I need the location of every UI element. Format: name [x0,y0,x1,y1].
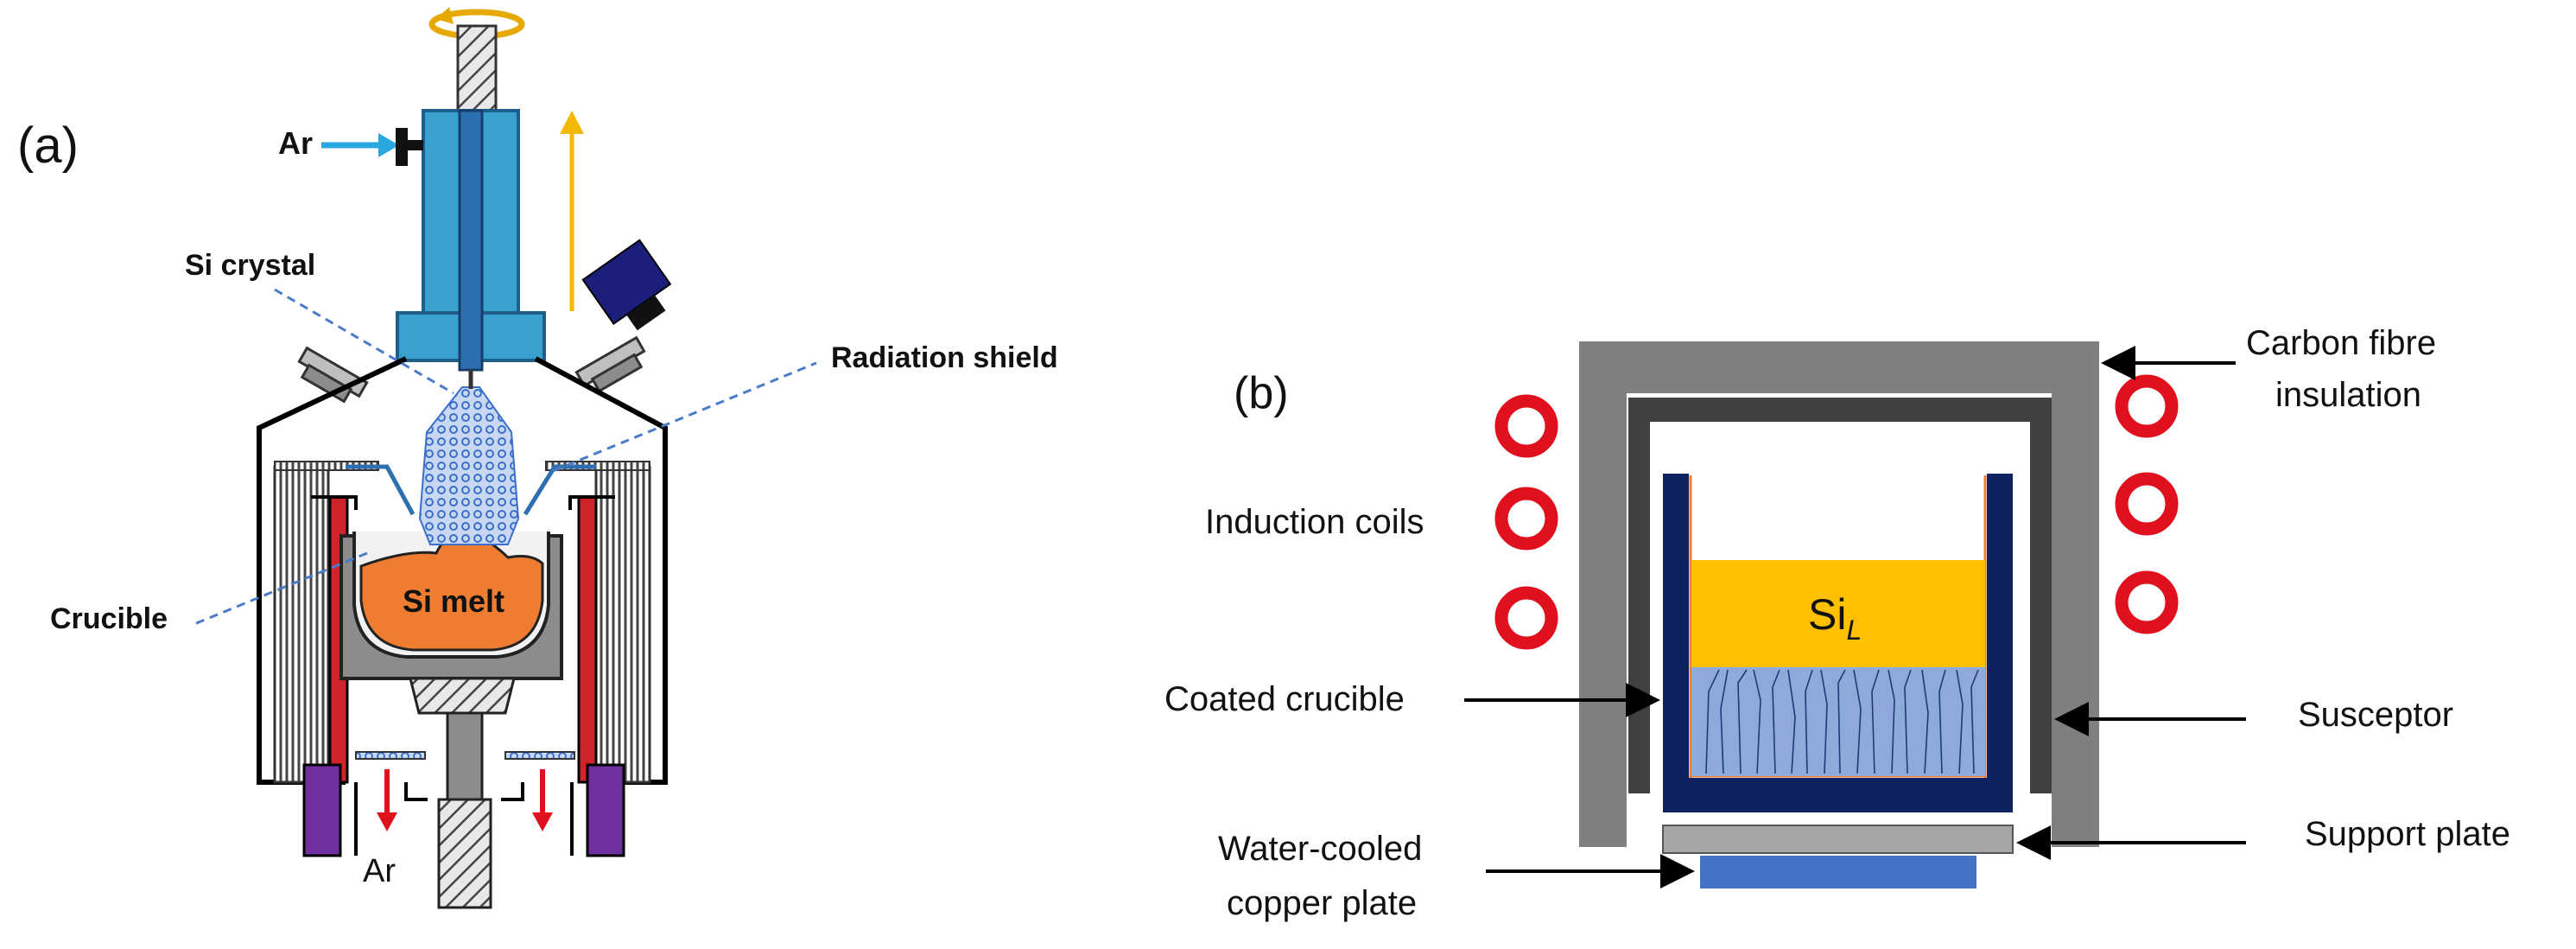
motor-left [302,763,342,857]
crucible-pedestal [409,677,516,715]
induction-coils-left [1494,394,1558,650]
water-cooled-copper-plate [1700,856,1976,888]
si-crystal-label: Si crystal [185,249,315,282]
radiation-shield-left [346,464,416,516]
si-liquid-label: SiL [1808,590,1862,646]
coil-icon [2115,570,2179,634]
coil-icon [1494,487,1558,551]
exhaust-duct-right [501,782,574,856]
heater-right [577,495,598,784]
panel-b-label: (b) [1234,368,1289,418]
motor-right [586,763,625,857]
crucible-label: Crucible [50,602,168,635]
insulation-top-right [545,461,650,471]
radiation-shield-leader [552,361,817,473]
panel-a-label: (a) [17,118,79,174]
si-liquid-subscript: L [1846,615,1862,646]
viewport-right [574,335,646,393]
coil-icon [1494,394,1558,458]
si-liquid-symbol: Si [1808,590,1846,639]
camera-icon [581,239,672,331]
rotation-arrow-head [436,7,454,24]
seed-rod [456,24,498,114]
si-liquid [1691,560,1985,667]
ar-outlet-label: Ar [363,853,396,889]
coated-crucible-label: Coated crucible [1164,680,1405,718]
heater-bracket-right [568,495,615,510]
pull-direction-arrow-head [560,111,584,134]
crucible-shaft [446,711,484,801]
si-melt [359,528,544,652]
carbon-fibre-insulation [1579,341,2099,847]
support-plate-label: Support plate [2305,815,2510,853]
viewport-left [297,346,369,404]
insulation-right [594,465,651,784]
water-cooled-label-line1: Water-cooled [1218,830,1422,868]
crucible-leader [194,551,368,626]
shaft-drive [437,798,492,909]
ar-inlet-arrow-head [378,133,399,157]
carbon-fibre-label-line1: Carbon fibre [2246,324,2436,362]
induction-coils-label: Induction coils [1205,503,1424,541]
coil-icon [1494,586,1558,650]
si-melt-label: Si melt [403,583,504,619]
exhaust-arrow-right-head [532,812,553,831]
gas-valve-stem [406,140,423,150]
exhaust-grate-right [504,751,575,760]
coil-icon [2115,374,2179,438]
pull-shaft [458,109,484,372]
panel-a: (a) Ar [17,7,1058,909]
exhaust-arrow-left-head [377,812,397,831]
panel-b: (b) SiL [1164,324,2510,922]
gas-valve [396,128,408,166]
insulation-left [273,465,330,784]
heater-bracket-left [311,495,358,510]
support-plate [1662,825,2014,854]
susceptor-label: Susceptor [2298,696,2453,734]
si-crystal-leader [274,288,454,395]
radiation-shield-right [523,464,596,516]
water-cooled-label-line2: copper plate [1227,884,1417,922]
si-crystal-ingot [418,386,520,545]
coil-icon [2115,472,2179,536]
carbon-fibre-label-line2: insulation [2275,376,2421,414]
coated-crucible [1663,474,2013,812]
induction-coils-right [2115,374,2179,634]
columnar-grains [1705,669,1979,774]
radiation-shield-label: Radiation shield [831,341,1058,374]
exhaust-grate-left [355,751,426,760]
exhaust-duct-left [354,782,428,856]
ar-inlet-label: Ar [278,125,313,161]
